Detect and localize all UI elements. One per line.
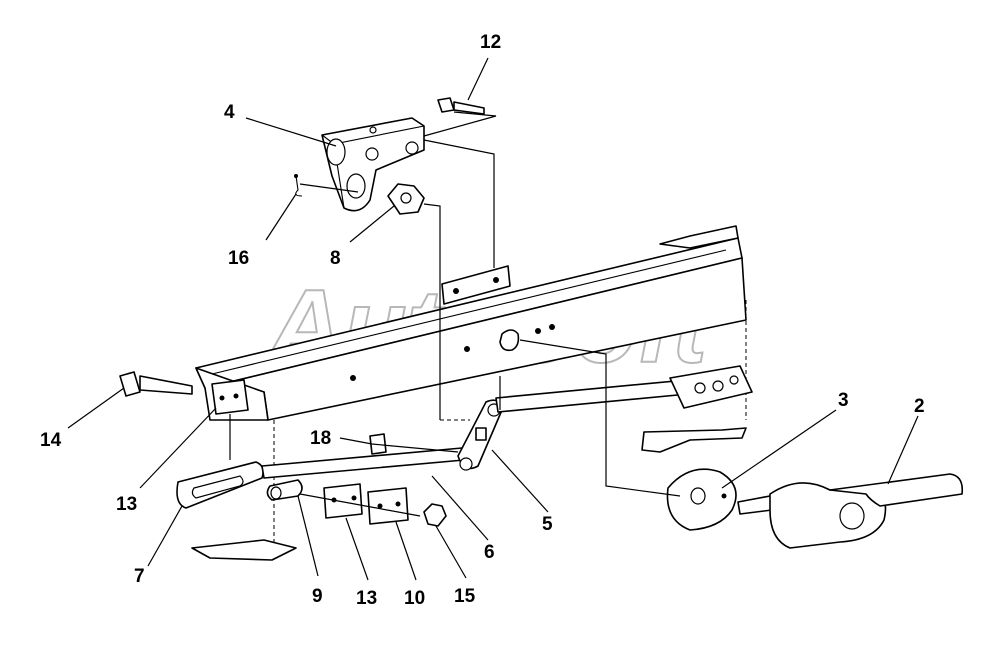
lower-left-plate <box>191 539 297 561</box>
nut-8 <box>387 183 425 215</box>
lever-7 <box>176 461 264 509</box>
callout-10: 10 <box>404 588 425 609</box>
callout-labels: 12 4 16 8 3 2 14 18 13 5 6 7 9 13 10 15 <box>40 32 925 609</box>
callout-9: 9 <box>312 586 323 607</box>
callout-15: 15 <box>454 586 476 607</box>
plate-13-lower <box>323 483 363 519</box>
pin-16 <box>294 174 303 197</box>
right-lower-bracket <box>641 427 747 453</box>
callout-7: 7 <box>134 566 145 587</box>
plate-10 <box>367 487 409 525</box>
callout-13-upper: 13 <box>116 494 137 515</box>
escutcheon-3 <box>666 468 737 531</box>
callout-3: 3 <box>838 390 849 411</box>
callout-16: 16 <box>228 248 249 269</box>
bushing-9 <box>266 479 303 501</box>
mount-plate <box>441 265 511 305</box>
callout-2: 2 <box>914 396 925 417</box>
callout-8: 8 <box>330 248 341 269</box>
callout-5: 5 <box>542 514 553 535</box>
callout-18: 18 <box>310 428 331 449</box>
bolt-14 <box>119 371 193 397</box>
handle-2 <box>737 473 964 549</box>
rod-6 <box>261 447 465 479</box>
frame-beam <box>195 225 747 421</box>
bolt-12 <box>437 97 485 115</box>
callout-14: 14 <box>40 430 62 451</box>
callout-13-lower: 13 <box>356 588 377 609</box>
plate-13-upper <box>211 379 249 415</box>
callout-12: 12 <box>480 32 501 53</box>
bellcrank-5 <box>457 399 503 471</box>
bracket-4 <box>321 117 425 212</box>
callout-6: 6 <box>484 542 495 563</box>
callout-4: 4 <box>224 102 235 123</box>
leader-lines <box>67 57 919 581</box>
right-clamp <box>669 365 753 409</box>
nut-15 <box>423 503 447 527</box>
